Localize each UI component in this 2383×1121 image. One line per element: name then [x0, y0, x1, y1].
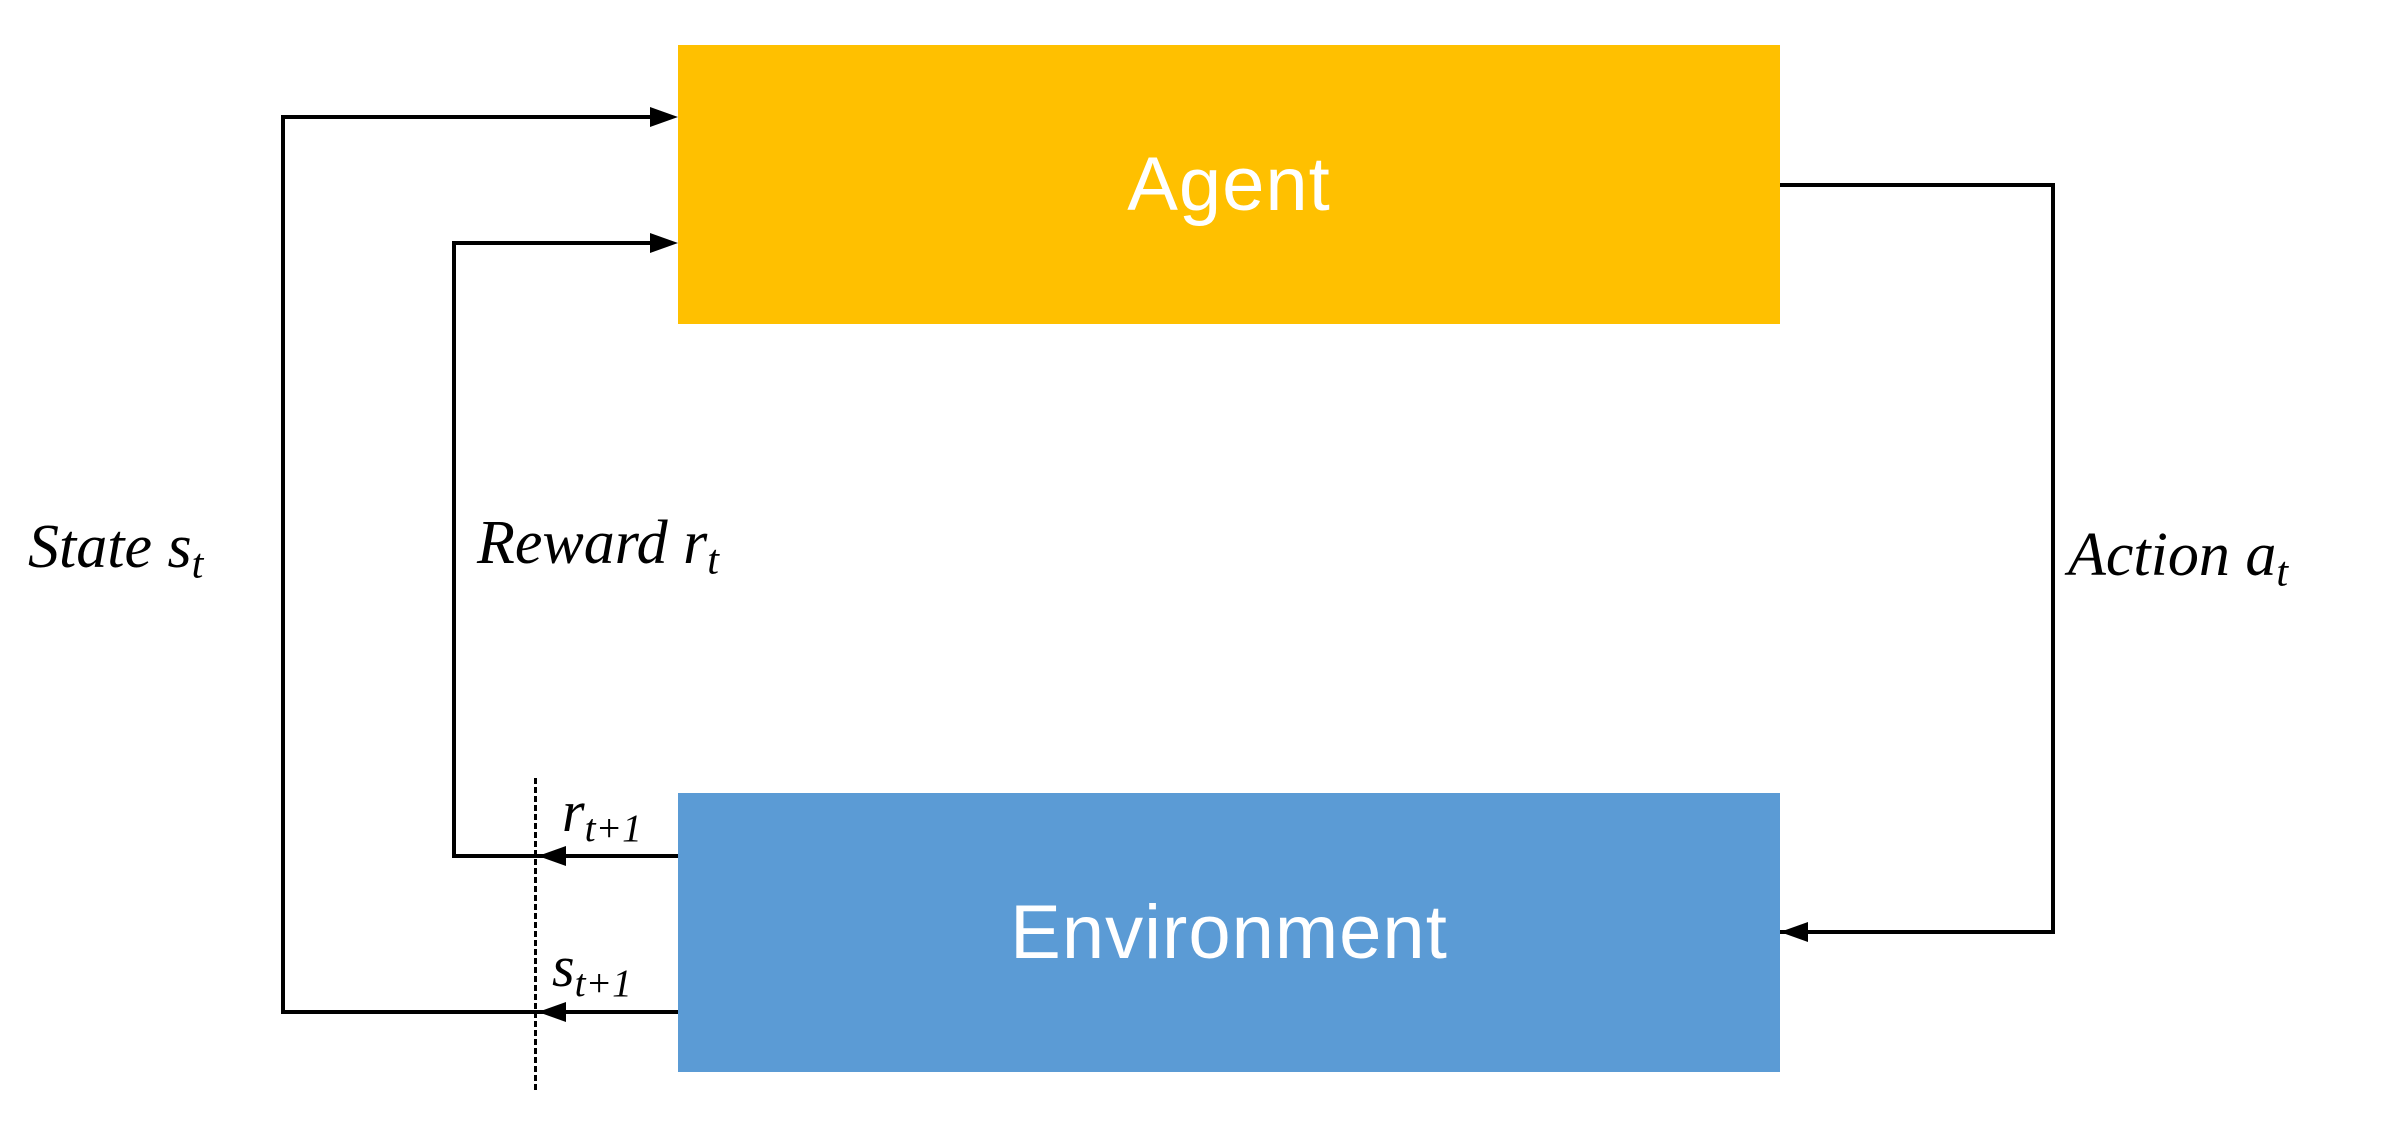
arrowhead-reward-next-icon [538, 846, 566, 866]
reward-next-label: rt+1 [562, 783, 642, 848]
action-line-vertical [2051, 183, 2055, 934]
reward-label-base: Reward r [477, 509, 708, 577]
reward-label-subscript: t [707, 536, 719, 584]
reward-label: Reward rt [477, 509, 719, 581]
state-next-label-subscript: t+1 [574, 960, 632, 1005]
timestep-boundary-dashed-line [534, 778, 537, 1090]
state-label: State st [28, 513, 203, 585]
reward-next-label-subscript: t+1 [584, 805, 642, 850]
state-line-vertical [281, 115, 285, 1014]
action-label-base: Action a [2068, 521, 2277, 589]
environment-label: Environment [1010, 889, 1448, 975]
action-line-bottom [1780, 930, 2055, 934]
arrowhead-action-into-environment-icon [1780, 922, 1808, 942]
reward-next-label-base: r [562, 779, 585, 844]
state-line-horizontal [281, 115, 652, 119]
state-label-base: State s [28, 513, 192, 581]
state-next-label: st+1 [552, 938, 632, 1003]
reward-line-vertical [452, 241, 456, 858]
arrowhead-reward-into-agent-icon [650, 233, 678, 253]
state-next-label-base: s [552, 934, 575, 999]
arrowhead-state-into-agent-icon [650, 107, 678, 127]
reward-line-horizontal [452, 241, 652, 245]
state-next-line [281, 1010, 678, 1014]
action-label: Action at [2068, 521, 2288, 593]
action-label-subscript: t [2276, 548, 2289, 596]
environment-box: Environment [678, 793, 1780, 1072]
state-label-subscript: t [191, 540, 204, 588]
agent-box: Agent [678, 45, 1780, 324]
action-line-top [1780, 183, 2055, 187]
agent-label: Agent [1127, 141, 1331, 227]
arrowhead-state-next-icon [538, 1002, 566, 1022]
